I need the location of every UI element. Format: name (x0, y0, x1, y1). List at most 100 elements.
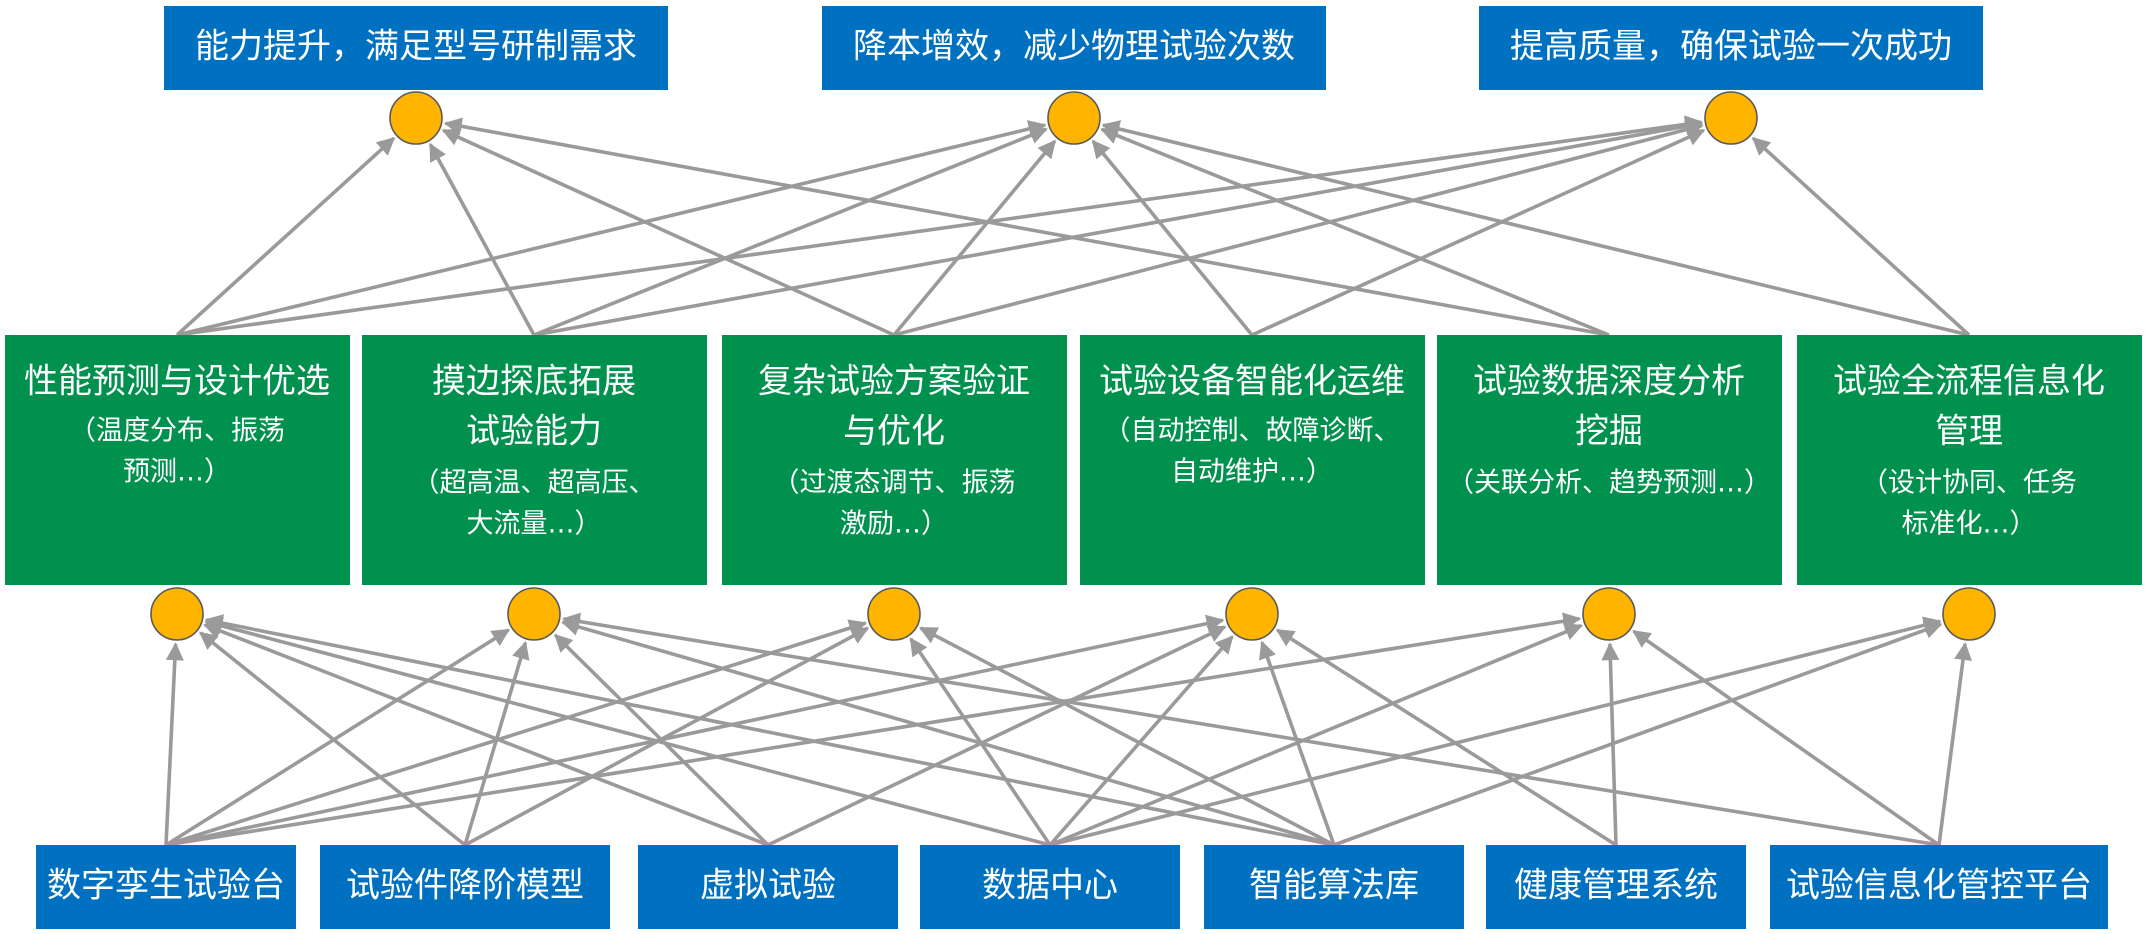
arrow-capability-to-goal (893, 120, 1704, 337)
capability-detail: （关联分析、趋势预测…） (1447, 468, 1771, 499)
goal-node (1704, 91, 1758, 145)
arrow-system-to-capability (165, 628, 511, 847)
capability-detail: （超高温、超高压、 (413, 468, 656, 499)
system-box-algorithm-library: 智能算法库 (1204, 845, 1464, 929)
capability-title: 管理 (1935, 412, 2003, 452)
capability-title: 与优化 (843, 412, 945, 452)
capability-detail: 自动维护…） (1171, 457, 1333, 488)
capability-nodes (150, 587, 1996, 641)
connection-arrows (164, 115, 1972, 847)
goal-row: 能力提升，满足型号研制需求 降本增效，减少物理试验次数 提高质量，确保试验一次成… (164, 6, 1983, 90)
arrow-capability-to-goal (1100, 127, 1610, 337)
arrow-system-to-capability (1632, 629, 1941, 847)
arrow-system-to-capability (554, 633, 770, 847)
capability-box-data-analysis: 试验数据深度分析 挖掘 （关联分析、趋势预测…） (1437, 335, 1782, 585)
arrow-capability-to-goal (441, 128, 895, 337)
system-label: 试验信息化管控平台 (1786, 866, 2092, 906)
arrow-capability-to-goal (533, 126, 1048, 337)
arrow-system-to-capability (1937, 642, 1972, 846)
capability-detail: 激励…） (840, 509, 948, 540)
goal-box-quality: 提高质量，确保试验一次成功 (1479, 6, 1983, 90)
capability-node (1582, 587, 1636, 641)
arrow-system-to-capability (464, 626, 870, 847)
arrow-system-to-capability (561, 612, 1940, 847)
capability-title: 摸边探底拓展 (432, 362, 636, 402)
system-label: 智能算法库 (1249, 866, 1419, 906)
system-row: 数字孪生试验台 试验件降阶模型 虚拟试验 数据中心 智能算法库 健康管理系统 试… (36, 845, 2108, 929)
arrow-system-to-capability (561, 618, 1335, 847)
goal-node (389, 91, 443, 145)
arrow-system-to-capability (198, 631, 467, 847)
capability-title: 复杂试验方案验证 (758, 362, 1030, 402)
arrow-capability-to-goal (1101, 120, 1970, 337)
arrow-system-to-capability (1258, 640, 1336, 846)
capability-box-equipment-maintenance: 试验设备智能化运维 （自动控制、故障诊断、 自动维护…） (1080, 335, 1425, 585)
arrow-capability-to-goal (428, 142, 536, 336)
system-box-digital-twin: 数字孪生试验台 (36, 845, 296, 929)
capability-title: 性能预测与设计优选 (24, 362, 330, 402)
capability-box-performance-prediction: 性能预测与设计优选 （温度分布、振荡 预测…） (5, 335, 350, 585)
arrow-capability-to-goal (892, 139, 1057, 337)
system-box-data-center: 数据中心 (920, 845, 1180, 929)
system-label: 数字孪生试验台 (47, 866, 285, 906)
capability-box-process-management: 试验全流程信息化 管理 （设计协同、任务 标准化…） (1797, 335, 2142, 585)
arrow-system-to-capability (164, 642, 184, 846)
capability-node (867, 587, 921, 641)
goal-box-cost: 降本增效，减少物理试验次数 (822, 6, 1326, 90)
arrow-capability-to-goal (1091, 139, 1254, 337)
capability-node (1942, 587, 1996, 641)
arrow-system-to-capability (1049, 623, 1583, 847)
arrow-capability-to-goal (176, 120, 1047, 337)
arrow-capability-to-goal (443, 117, 1610, 337)
arrow-system-to-capability (204, 614, 1335, 847)
capability-node (1225, 587, 1279, 641)
arrow-system-to-capability (165, 619, 868, 847)
capability-row: 性能预测与设计优选 （温度分布、振荡 预测…） 摸边探底拓展 试验能力 （超高温… (5, 335, 2142, 585)
capability-box-scheme-verification: 复杂试验方案验证 与优化 （过渡态调节、振荡 激励…） (722, 335, 1067, 585)
arrow-system-to-capability (1049, 616, 1942, 847)
system-label: 数据中心 (982, 866, 1118, 906)
capability-detail: 大流量…） (467, 509, 602, 540)
capability-detail: 预测…） (123, 457, 231, 488)
capability-title: 挖掘 (1575, 412, 1643, 452)
goal-nodes (389, 91, 1758, 145)
capability-box-extreme-testing: 摸边探底拓展 试验能力 （超高温、超高压、 大流量…） (362, 335, 707, 585)
arrow-capability-to-goal (1751, 136, 1971, 337)
capability-node (507, 587, 561, 641)
system-label: 健康管理系统 (1514, 866, 1718, 906)
system-box-virtual-test: 虚拟试验 (638, 845, 898, 929)
goal-node (1047, 91, 1101, 145)
arrow-system-to-capability (203, 622, 769, 847)
arrow-capability-to-goal (176, 115, 1704, 337)
arrow-system-to-capability (165, 614, 1225, 847)
system-label: 虚拟试验 (700, 866, 836, 906)
system-label: 试验件降阶模型 (346, 866, 584, 906)
arrow-capability-to-goal (533, 117, 1704, 337)
arrow-system-to-capability (463, 640, 530, 846)
arrow-system-to-capability (1333, 621, 1943, 847)
arrow-system-to-capability (919, 626, 1335, 847)
arrow-system-to-capability (1048, 635, 1234, 847)
capability-title: 试验能力 (466, 412, 602, 452)
capability-detail: （自动控制、故障诊断、 (1104, 416, 1401, 447)
capability-title: 试验全流程信息化 (1833, 362, 2105, 402)
system-box-control-platform: 试验信息化管控平台 (1770, 845, 2108, 929)
capability-title: 试验数据深度分析 (1473, 362, 1745, 402)
capability-detail: （过渡态调节、振荡 (773, 468, 1016, 499)
arrow-system-to-capability (767, 625, 1227, 847)
capability-title: 试验设备智能化运维 (1099, 362, 1405, 402)
capability-detail: （设计协同、任务 (1861, 468, 2077, 499)
capability-detail: （温度分布、振荡 (69, 416, 285, 447)
system-box-health-management: 健康管理系统 (1486, 845, 1746, 929)
arrow-capability-to-goal (175, 136, 396, 337)
goal-label: 降本增效，减少物理试验次数 (853, 27, 1295, 67)
goal-label: 能力提升，满足型号研制需求 (195, 27, 637, 67)
arrow-system-to-capability (1601, 642, 1620, 846)
arrow-system-to-capability (204, 617, 1051, 847)
capability-detail: 标准化…） (1902, 509, 2037, 540)
goal-box-capability: 能力提升，满足型号研制需求 (164, 6, 668, 90)
arrow-system-to-capability (1275, 628, 1617, 847)
arrow-system-to-capability (165, 612, 1582, 847)
capability-node (150, 587, 204, 641)
